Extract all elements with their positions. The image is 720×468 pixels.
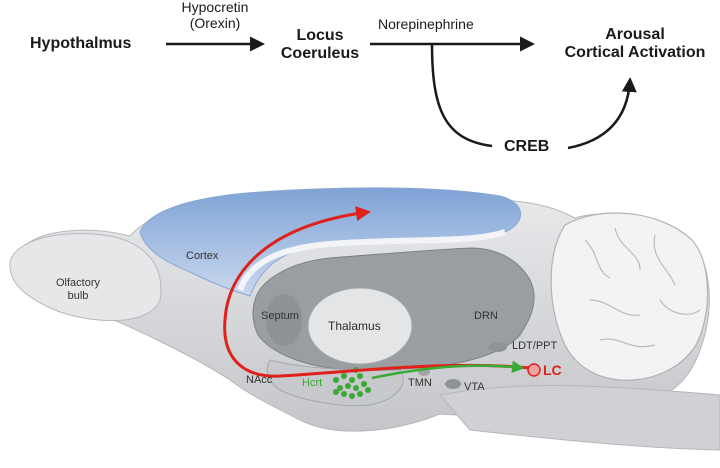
hcrt-neuron-cluster (333, 367, 371, 399)
label-thalamus: Thalamus (328, 319, 381, 333)
node-arousal: Arousal Cortical Activation (550, 26, 720, 63)
cerebellum (550, 212, 709, 381)
edge-label-hypocretin-line1: Hypocretin (181, 0, 249, 15)
node-arousal-line2: Cortical Activation (564, 44, 706, 62)
arrow-creb-to-arousal (567, 77, 637, 150)
node-lc-line1: Locus (296, 27, 344, 44)
node-hypothalamus: Hypothalmus (30, 35, 132, 52)
arrow-lc-to-creb (430, 43, 493, 148)
label-drn: DRN (474, 310, 498, 322)
brainstem (439, 385, 720, 451)
septum-region (266, 294, 302, 346)
corpus-callosum (237, 229, 506, 292)
label-cortex: Cortex (186, 250, 219, 262)
lc-nucleus (527, 363, 541, 377)
label-vta: VTA (464, 381, 485, 393)
olfactory-bulb-shape (9, 233, 162, 322)
label-hcrt: Hcrt (302, 377, 323, 389)
node-arousal-line1: Arousal (605, 26, 665, 43)
label-nacc: NAcc (246, 374, 273, 386)
label-lc: LC (543, 362, 562, 378)
brain-illustration (9, 187, 720, 451)
label-olfactory-bulb: Olfactory bulb (56, 277, 100, 302)
label-olfactory-line1: Olfactory (56, 277, 101, 289)
hcrt-projection-green (371, 360, 525, 380)
lc-projection-red (223, 206, 531, 378)
node-locus-coeruleus: Locus Coeruleus (270, 27, 370, 64)
thalamus-region (307, 287, 413, 365)
label-olfactory-line2: bulb (67, 289, 89, 302)
vta-nucleus (445, 379, 461, 389)
cerebellum-folia (584, 227, 701, 348)
edge-label-norepinephrine: Norepinephrine (378, 16, 474, 32)
label-tmn: TMN (408, 377, 432, 389)
edge-label-hypocretin-line2: (Orexin) (189, 15, 241, 32)
label-septum: Septum (261, 310, 299, 322)
ldt-ppt-nucleus (489, 342, 507, 352)
label-ldt-ppt: LDT/PPT (512, 340, 558, 352)
node-creb: CREB (504, 138, 550, 155)
node-lc-line2: Coeruleus (280, 45, 360, 63)
edge-label-hypocretin: Hypocretin (Orexin) (160, 0, 270, 31)
